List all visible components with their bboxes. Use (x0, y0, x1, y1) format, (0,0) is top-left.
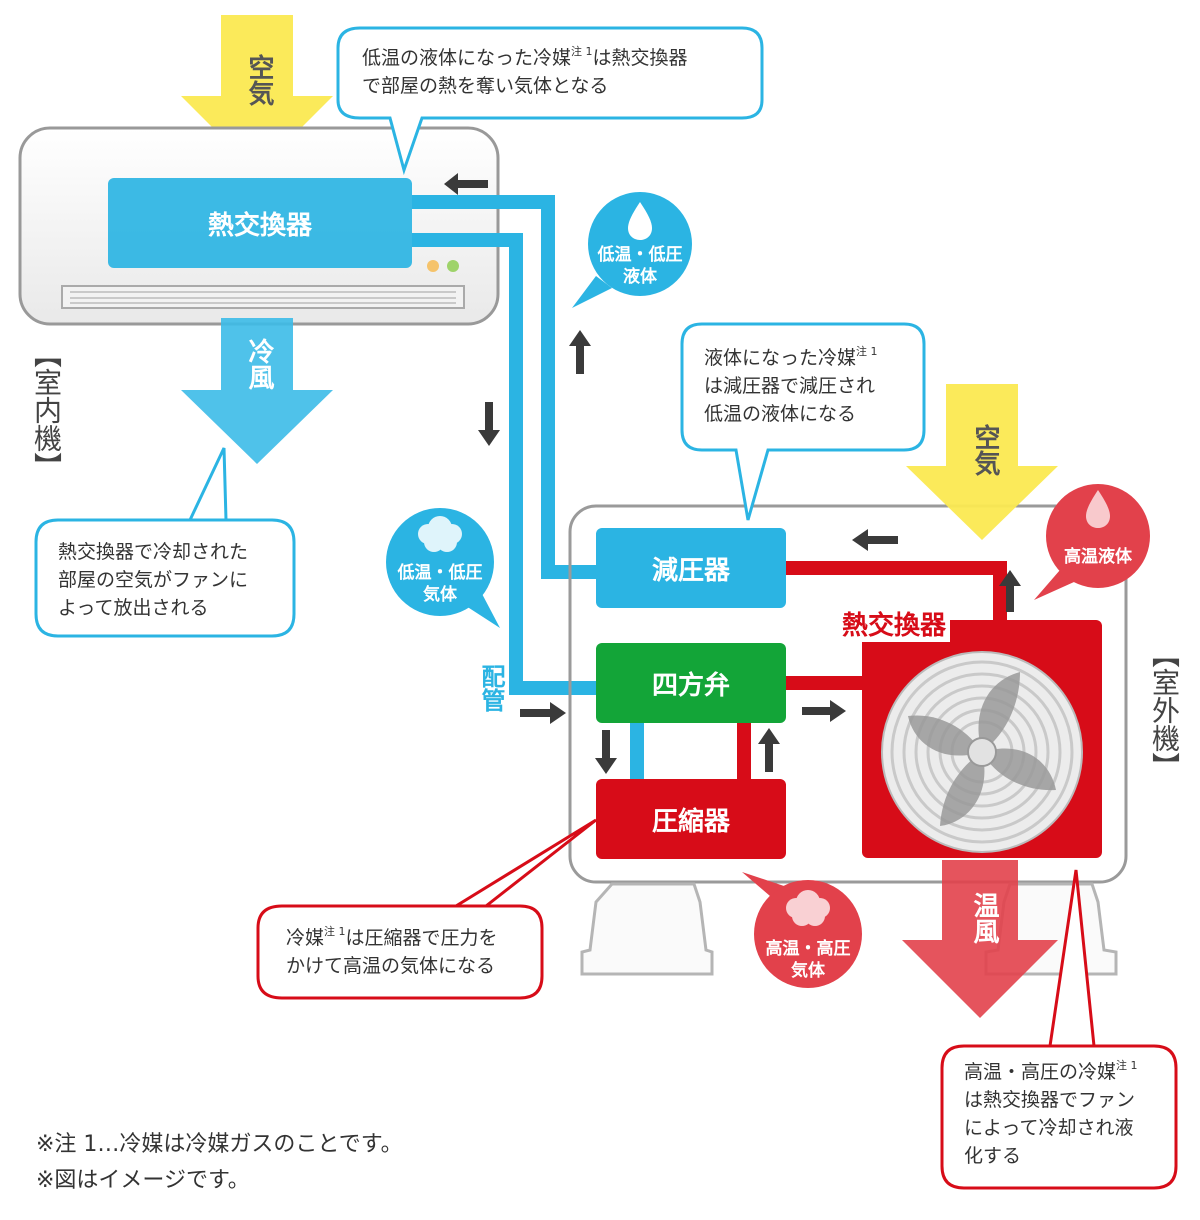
cloud-icon-red (786, 890, 830, 926)
cold-air-label: 冷風 (244, 338, 274, 390)
callout-indoor-exchanger-shape (336, 26, 764, 176)
state-low-temp-gas-text: 低温・低圧 気体 (386, 562, 494, 606)
callout-reducer-line3: 低温の液体になる (704, 403, 857, 425)
state-high-temp-liquid-text: 高温液体 (1046, 546, 1150, 568)
callout-outdoor-line1a: 高温・高圧の冷媒 (964, 1061, 1117, 1083)
callout-outdoor-line4: 化する (964, 1145, 1022, 1167)
state-high-temp-gas-text: 高温・高圧 気体 (754, 938, 862, 982)
pipe-blue-outer (412, 195, 600, 579)
indicator-light-green (447, 260, 459, 272)
piping-label: 配管 (477, 664, 505, 712)
droplet-icon (628, 202, 652, 240)
indoor-unit-vent (61, 285, 465, 309)
callout-outdoor-exchanger-shape (940, 869, 1178, 1190)
indoor-unit-label: 【室内機】 (30, 340, 63, 480)
outdoor-unit-label: 【室外機】 (1148, 640, 1181, 780)
callout-cold-line2: 部屋の空気がファンに (58, 569, 249, 591)
arrow-up-compressor (758, 728, 780, 772)
arrow-left-outdoor (852, 529, 898, 551)
callout-cold-line1: 熱交換器で冷却された (58, 541, 249, 563)
callout-reducer-text: 液体になった冷媒注 1 は減圧器で減圧され 低温の液体になる (704, 344, 920, 428)
outdoor-heat-exchanger-label: 熱交換器 (838, 610, 951, 642)
callout-outdoor-sup: 注 1 (1116, 1059, 1138, 1072)
callout-indoor-line2: で部屋の熱を奪い気体となる (362, 75, 609, 97)
arrow-down-valve (595, 730, 617, 774)
callout-compressor-shape (256, 818, 597, 1000)
callout-indoor-line1a: 低温の液体になった冷媒 (362, 47, 572, 69)
callout-reducer-line1a: 液体になった冷媒 (704, 347, 857, 369)
pressure-reducer: 減圧器 (596, 528, 786, 608)
cold-air-arrow (181, 318, 333, 464)
callout-compressor-line1a: 冷媒 (286, 927, 325, 949)
callout-indoor-exchanger-text: 低温の液体になった冷媒注 1は熱交換器 で部屋の熱を奪い気体となる (362, 44, 754, 100)
arrow-down-pipe (478, 402, 500, 446)
air-in-label-indoor: 空気 (244, 54, 274, 106)
arrow-up-pipe (569, 330, 591, 374)
callout-reducer-sup: 注 1 (856, 345, 878, 358)
arrow-right-to-exchanger (802, 700, 846, 722)
air-in-arrow-outdoor (906, 384, 1058, 540)
callout-compressor-sup: 注 1 (324, 925, 346, 938)
indicator-light-orange (427, 260, 439, 272)
state-low-temp-liquid-circle (572, 192, 692, 308)
callout-cold-air-shape (34, 447, 296, 638)
state-low-temp-gas-circle (386, 508, 500, 628)
pipe-red-top (786, 561, 1007, 640)
footnote-2: ※図はイメージです。 (36, 1168, 250, 1193)
pipe-blue-inner (412, 233, 600, 695)
state-high-temp-gas-line1: 高温・高圧 (765, 939, 851, 959)
callout-reducer-shape (680, 322, 926, 521)
arrow-up-right-pipe (999, 570, 1021, 612)
callout-outdoor-exchanger-text: 高温・高圧の冷媒注 1 は熱交換器でファン によって冷却され液 化する (964, 1058, 1174, 1170)
callout-indoor-line1c: は熱交換器 (592, 47, 688, 69)
callout-compressor-line1c: は圧縮器で圧力を (345, 927, 498, 949)
state-low-temp-liquid-line1: 低温・低圧 (597, 245, 683, 265)
warm-air-arrow (902, 860, 1058, 1018)
callout-indoor-sup: 注 1 (571, 45, 593, 58)
callout-compressor-text: 冷媒注 1は圧縮器で圧力を かけて高温の気体になる (286, 924, 538, 980)
callout-compressor-line2: かけて高温の気体になる (286, 955, 496, 977)
droplet-icon-red (1086, 490, 1110, 528)
state-low-temp-gas-line2: 気体 (423, 585, 457, 605)
callout-cold-line3: よって放出される (58, 597, 209, 619)
outdoor-unit-body (568, 504, 1128, 884)
cloud-icon (418, 516, 462, 552)
callout-reducer-line2: は減圧器で減圧され (704, 375, 876, 397)
outdoor-foot-left (580, 882, 714, 976)
compressor: 圧縮器 (596, 779, 786, 859)
arrow-left-indoor (444, 173, 488, 195)
callout-outdoor-line2: は熱交換器でファン (964, 1089, 1136, 1111)
state-high-temp-gas-line2: 気体 (791, 961, 825, 981)
footnote-1: ※注 1…冷媒は冷媒ガスのことです。 (36, 1132, 403, 1157)
state-low-temp-liquid-line2: 液体 (623, 267, 657, 287)
four-way-valve: 四方弁 (596, 643, 786, 723)
state-low-temp-liquid-text: 低温・低圧 液体 (588, 244, 692, 288)
flow-arrows (444, 173, 1021, 774)
state-high-temp-gas-circle (742, 872, 862, 988)
state-high-temp-liquid-line1: 高温液体 (1064, 547, 1132, 567)
state-low-temp-gas-line1: 低温・低圧 (397, 563, 483, 583)
warm-air-label: 温風 (969, 892, 999, 944)
arrow-right-into-valve (520, 702, 566, 724)
callout-cold-air-text: 熱交換器で冷却された 部屋の空気がファンに よって放出される (58, 538, 290, 622)
state-high-temp-liquid-circle (1034, 484, 1150, 600)
air-in-label-outdoor: 空気 (970, 424, 1000, 476)
fan-icon (881, 651, 1083, 853)
indoor-heat-exchanger: 熱交換器 (108, 178, 412, 268)
callout-outdoor-line3: によって冷却され液 (964, 1117, 1134, 1139)
